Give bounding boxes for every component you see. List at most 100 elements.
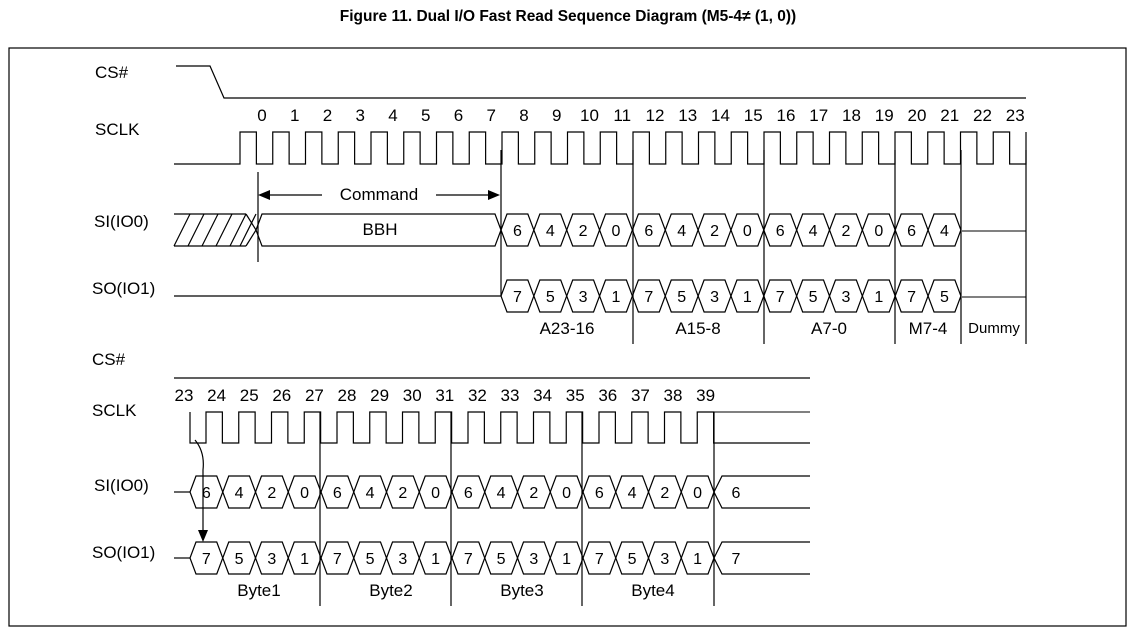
- top-si-bit-value: 2: [841, 223, 850, 240]
- top-so-bit-value: 1: [743, 289, 752, 306]
- byte-label-2: Byte2: [369, 581, 412, 600]
- bottom-so-bit-value: 7: [464, 551, 473, 568]
- diagram-frame: [8, 47, 1127, 627]
- bottom-si-bit-value: 0: [431, 485, 440, 502]
- bottom-sclk-waveform: [189, 411, 810, 444]
- bottom-clock-number: 31: [435, 386, 454, 405]
- top-so-bit-value: 5: [677, 289, 686, 306]
- bottom-sclk-label: SCLK: [92, 401, 137, 420]
- bottom-si-bit-value: 2: [398, 485, 407, 502]
- top-si-bit-value: 6: [776, 223, 785, 240]
- top-si-bit-value: 4: [677, 223, 686, 240]
- bottom-clock-number: 26: [272, 386, 291, 405]
- top-so-bit-value: 3: [841, 289, 850, 306]
- top-so-bit-value: 7: [644, 289, 653, 306]
- top-si-bit-value: 6: [907, 223, 916, 240]
- top-cs-waveform: [176, 65, 1026, 99]
- bottom-so-bit-value: 1: [562, 551, 571, 568]
- output-timing-arrow: [194, 439, 208, 542]
- group-label-a7-0: A7-0: [811, 319, 847, 338]
- top-so-bit-value: 7: [776, 289, 785, 306]
- top-clock-number: 9: [552, 106, 561, 125]
- top-so-bit-value: 3: [579, 289, 588, 306]
- top-si-bit-value: 6: [644, 223, 653, 240]
- bottom-clock-number: 25: [240, 386, 259, 405]
- top-so-bit-value: 7: [513, 289, 522, 306]
- top-so-bit-value: 1: [874, 289, 883, 306]
- bottom-clock-number: 34: [533, 386, 552, 405]
- bottom-so-bit-value: 7: [595, 551, 604, 568]
- bottom-si-bit-value: 4: [366, 485, 375, 502]
- top-clock-number: 12: [646, 106, 665, 125]
- top-si-label: SI(IO0): [94, 212, 149, 231]
- bottom-clock-number: 24: [207, 386, 226, 405]
- byte-label-3: Byte3: [500, 581, 543, 600]
- top-clock-number: 18: [842, 106, 861, 125]
- top-clock-number: 2: [323, 106, 332, 125]
- bottom-clock-number: 37: [631, 386, 650, 405]
- top-so-bit-value: 7: [907, 289, 916, 306]
- bottom-clock-number: 28: [338, 386, 357, 405]
- top-clock-number: 10: [580, 106, 599, 125]
- top-clock-number: 20: [908, 106, 927, 125]
- top-clock-number: 17: [809, 106, 828, 125]
- bottom-si-bit-value: 4: [497, 485, 506, 502]
- bottom-clock-number: 32: [468, 386, 487, 405]
- bottom-si-bit-value: 4: [235, 485, 244, 502]
- bottom-so-bit-value: 3: [529, 551, 538, 568]
- bottom-si-next-value: 6: [732, 485, 741, 502]
- top-clock-number: 1: [290, 106, 299, 125]
- bottom-si-bit-value: 6: [333, 485, 342, 502]
- top-clock-number: 4: [388, 106, 397, 125]
- bottom-clock-number: 29: [370, 386, 389, 405]
- top-clock-number: 6: [454, 106, 463, 125]
- top-si-bit-value: 2: [710, 223, 719, 240]
- top-si-bit-value: 0: [874, 223, 883, 240]
- top-clock-number: 3: [356, 106, 365, 125]
- top-sclk-label: SCLK: [95, 120, 140, 139]
- bottom-so-next-cell: [713, 541, 810, 575]
- top-clock-number: 5: [421, 106, 430, 125]
- bottom-si-bit-value: 2: [660, 485, 669, 502]
- top-clock-number: 8: [519, 106, 528, 125]
- bottom-si-bit-value: 6: [595, 485, 604, 502]
- bottom-so-bit-value: 5: [235, 551, 244, 568]
- top-si-bit-value: 0: [612, 223, 621, 240]
- bottom-group-dividers: [319, 412, 715, 606]
- top-clock-number: 7: [487, 106, 496, 125]
- bottom-si-bit-value: 6: [464, 485, 473, 502]
- bottom-clock-number: 35: [566, 386, 585, 405]
- top-clock-number: 22: [973, 106, 992, 125]
- bottom-cs-label: CS#: [92, 350, 126, 369]
- top-si-bit-value: 0: [743, 223, 752, 240]
- top-cs-label: CS#: [95, 63, 129, 82]
- bottom-si-bit-value: 2: [267, 485, 276, 502]
- bottom-si-bit-value: 0: [300, 485, 309, 502]
- bottom-si-next-cell: [713, 475, 810, 509]
- top-so-bit-value: 1: [612, 289, 621, 306]
- bottom-so-bit-value: 1: [431, 551, 440, 568]
- top-clock-number: 16: [777, 106, 796, 125]
- top-clock-number: 14: [711, 106, 730, 125]
- top-group-dividers: [500, 150, 1027, 344]
- top-clock-number: 0: [257, 106, 266, 125]
- bottom-si-bit-value: 4: [628, 485, 637, 502]
- command-label: Command: [340, 185, 418, 204]
- bottom-so-bit-value: 7: [202, 551, 211, 568]
- top-clock-number: 13: [678, 106, 697, 125]
- group-label-a23-16: A23-16: [540, 319, 595, 338]
- bottom-clock-number: 38: [664, 386, 683, 405]
- group-label-a15-8: A15-8: [675, 319, 720, 338]
- top-sclk-trace: [174, 131, 1027, 165]
- bottom-clock-number: 33: [501, 386, 520, 405]
- top-clock-number: 19: [875, 106, 894, 125]
- byte-label-1: Byte1: [237, 581, 280, 600]
- bottom-so-bit-value: 3: [660, 551, 669, 568]
- bottom-si-bit-value: 6: [202, 485, 211, 502]
